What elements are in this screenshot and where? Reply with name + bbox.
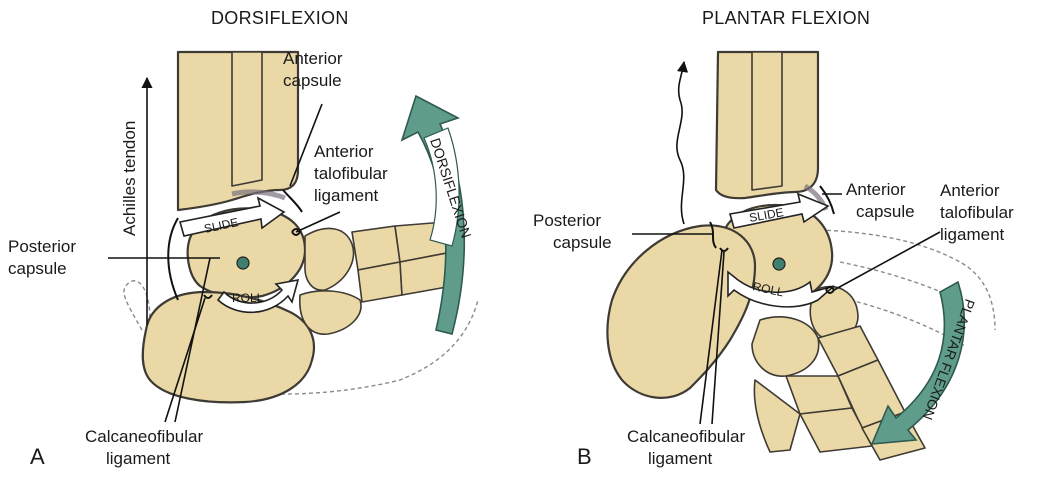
- posterior-capsule-a-line1: Posterior: [8, 237, 76, 256]
- cuneiform2-a: [358, 262, 402, 302]
- calcaneofibular-b-line2: ligament: [648, 449, 713, 468]
- posterior-capsule-a: [168, 218, 178, 300]
- atf-leader-b: [834, 232, 940, 290]
- anterior-capsule-b-line1: Anterior: [846, 180, 906, 199]
- atf-a-line2: talofibular: [314, 164, 388, 183]
- atf-b-line1: Anterior: [940, 181, 1000, 200]
- anterior-capsule-a-line2: capsule: [283, 71, 342, 90]
- rotation-axis-b: [773, 258, 785, 270]
- atf-a-line3: ligament: [314, 186, 379, 205]
- atf-a-line1: Anterior: [314, 142, 374, 161]
- posterior-capsule-a-line2: capsule: [8, 259, 67, 278]
- plantar-flexion-motion-arrow: PLANTAR FLEXION: [872, 282, 978, 444]
- panel-b: PLANTAR FLEXION SLIDE ROLL PLANTAR FLEXI…: [533, 8, 1014, 469]
- panel-b-title: PLANTAR FLEXION: [702, 8, 870, 28]
- panel-a-letter: A: [30, 444, 45, 469]
- fibula-b: [752, 52, 782, 190]
- roll-label-a: ROLL: [232, 291, 264, 305]
- posterior-capsule-b-line2: capsule: [553, 233, 612, 252]
- dorsiflexion-motion-arrow: DORSIFLEXION: [402, 96, 475, 334]
- calcaneofibular-a-line2: ligament: [106, 449, 171, 468]
- cuboid-b: [752, 317, 819, 376]
- atf-b-line2: talofibular: [940, 203, 1014, 222]
- calcaneus-b: [607, 225, 755, 397]
- achilles-tendon-label: Achilles tendon: [120, 121, 139, 236]
- cuboid-a: [300, 291, 361, 334]
- panel-b-letter: B: [577, 444, 592, 469]
- calcaneofibular-b-line1: Calcaneofibular: [627, 427, 745, 446]
- navicular-a: [305, 228, 354, 290]
- rotation-axis-a: [237, 257, 249, 269]
- calcaneofibular-a-line1: Calcaneofibular: [85, 427, 203, 446]
- atf-b-line3: ligament: [940, 225, 1005, 244]
- fibula-a: [232, 52, 262, 186]
- panel-a: Achilles tendon DORSIFLEXION SLIDE ROLL: [8, 8, 478, 469]
- anterior-capsule-mark-a: [283, 190, 302, 212]
- posterior-capsule-b-line1: Posterior: [533, 211, 601, 230]
- panel-a-title: DORSIFLEXION: [211, 8, 349, 28]
- achilles-tendon-arrow-b: [677, 62, 684, 224]
- anterior-capsule-a-line1: Anterior: [283, 49, 343, 68]
- anterior-capsule-b-line2: capsule: [856, 202, 915, 221]
- calcaneus-a: [143, 292, 314, 402]
